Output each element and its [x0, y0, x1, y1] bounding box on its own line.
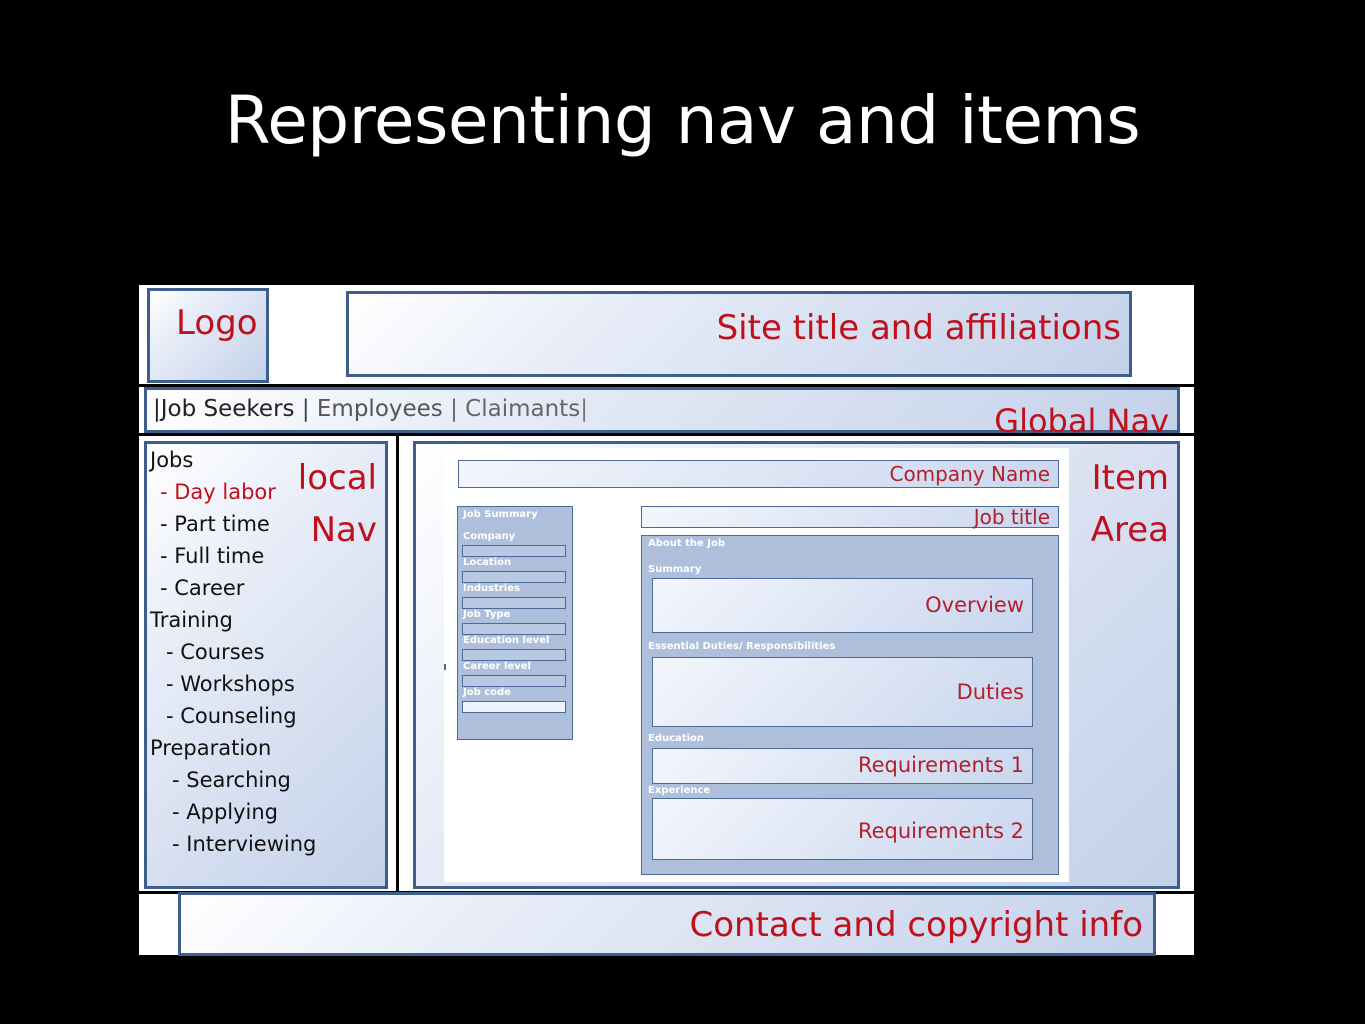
- footer-label: Contact and copyright info: [689, 905, 1143, 945]
- summary-field-label: Location: [463, 557, 512, 568]
- summary-field-label: Company: [463, 531, 516, 542]
- requirements-2-text: Requirements 2: [857, 819, 1024, 843]
- summary-field-input[interactable]: [462, 545, 566, 557]
- local-nav-item[interactable]: - Day labor: [160, 480, 276, 504]
- summary-field-label: Industries: [463, 583, 520, 594]
- job-summary-heading: Job Summary: [463, 509, 538, 520]
- local-nav-item[interactable]: - Searching: [172, 768, 291, 792]
- logo-label: Logo: [176, 303, 258, 343]
- requirements-1-text: Requirements 1: [857, 753, 1024, 777]
- job-title-text: Job title: [973, 505, 1050, 529]
- local-nav-item[interactable]: Preparation: [150, 736, 272, 760]
- summary-field-input[interactable]: [462, 597, 566, 609]
- local-nav-label: local Nav: [298, 452, 377, 556]
- summary-field-input[interactable]: [462, 623, 566, 635]
- local-nav-item[interactable]: - Full time: [160, 544, 265, 568]
- local-nav-label-line2: Nav: [310, 510, 377, 550]
- local-nav: Jobs - Day labor - Part time - Full time - C…: [144, 441, 388, 889]
- nav-link-employees[interactable]: Employees: [316, 396, 443, 422]
- logo-box: Logo: [147, 288, 269, 383]
- local-nav-item[interactable]: - Part time: [160, 512, 270, 536]
- job-title-box: Job title: [641, 505, 1059, 529]
- local-nav-item[interactable]: - Applying: [172, 800, 279, 824]
- duties-box: Duties: [652, 657, 1033, 727]
- column-divider: [396, 433, 399, 891]
- duties-text: Duties: [956, 680, 1024, 704]
- summary-field-label: Job Type: [463, 609, 511, 620]
- local-nav-label-line1: local: [297, 458, 377, 498]
- global-nav-links: |Job Seekers | Employees | Claimants|: [153, 396, 588, 422]
- education-caption: Education: [648, 733, 704, 744]
- nav-separator: |: [580, 396, 588, 422]
- item-area-label-line1: Item: [1091, 458, 1169, 498]
- summary-field-input[interactable]: [462, 675, 566, 687]
- local-nav-item[interactable]: Training: [150, 608, 233, 632]
- summary-field-label: Education level: [463, 635, 550, 646]
- about-job-panel: About the Job Summary Overview Essential…: [641, 535, 1059, 875]
- nav-separator: |: [153, 396, 161, 422]
- nav-link-job-seekers[interactable]: Job Seekers: [160, 396, 295, 422]
- local-nav-item[interactable]: - Interviewing: [172, 832, 317, 856]
- local-nav-item[interactable]: - Counseling: [166, 704, 297, 728]
- item-area-label: Item Area: [1091, 452, 1169, 556]
- header-divider: [139, 384, 1194, 387]
- local-nav-item[interactable]: - Workshops: [166, 672, 295, 696]
- summary-caption: Summary: [648, 564, 702, 575]
- site-title-box: Site title and affiliations: [346, 291, 1132, 377]
- duties-caption: Essential Duties/ Responsibilities: [648, 641, 836, 652]
- company-name-box: Company Name: [458, 460, 1059, 488]
- cursor-mark: [444, 664, 446, 670]
- nav-divider: [139, 433, 1194, 436]
- item-area-label-line2: Area: [1090, 510, 1169, 550]
- slide-title: Representing nav and items: [224, 82, 1141, 159]
- local-nav-item[interactable]: - Career: [160, 576, 245, 600]
- experience-caption: Experience: [648, 785, 711, 796]
- local-nav-item[interactable]: Jobs: [150, 448, 194, 472]
- company-name-text: Company Name: [889, 462, 1050, 486]
- summary-field-label: Job code: [463, 687, 511, 698]
- local-nav-list: Jobs - Day labor - Part time - Full time - C…: [150, 444, 316, 860]
- overview-text: Overview: [925, 593, 1024, 617]
- nav-separator: |: [294, 396, 317, 422]
- site-title-label: Site title and affiliations: [716, 308, 1121, 348]
- global-nav: |Job Seekers | Employees | Claimants| Gl…: [144, 387, 1180, 440]
- overview-box: Overview: [652, 578, 1033, 633]
- wireframe: Logo Site title and affiliations |Job Se…: [139, 285, 1194, 956]
- nav-link-claimants[interactable]: Claimants: [465, 396, 581, 422]
- summary-field-input[interactable]: [462, 649, 566, 661]
- summary-field-label: Career level: [463, 661, 531, 672]
- requirements-1-box: Requirements 1: [652, 748, 1033, 784]
- local-nav-item[interactable]: - Courses: [166, 640, 265, 664]
- summary-field-input[interactable]: [462, 701, 566, 713]
- nav-separator: |: [442, 396, 466, 422]
- summary-field-input[interactable]: [462, 571, 566, 583]
- requirements-2-box: Requirements 2: [652, 798, 1033, 860]
- global-nav-label: Global Nav: [994, 402, 1169, 440]
- about-job-heading: About the Job: [648, 538, 726, 549]
- footer-box: Contact and copyright info: [178, 892, 1156, 956]
